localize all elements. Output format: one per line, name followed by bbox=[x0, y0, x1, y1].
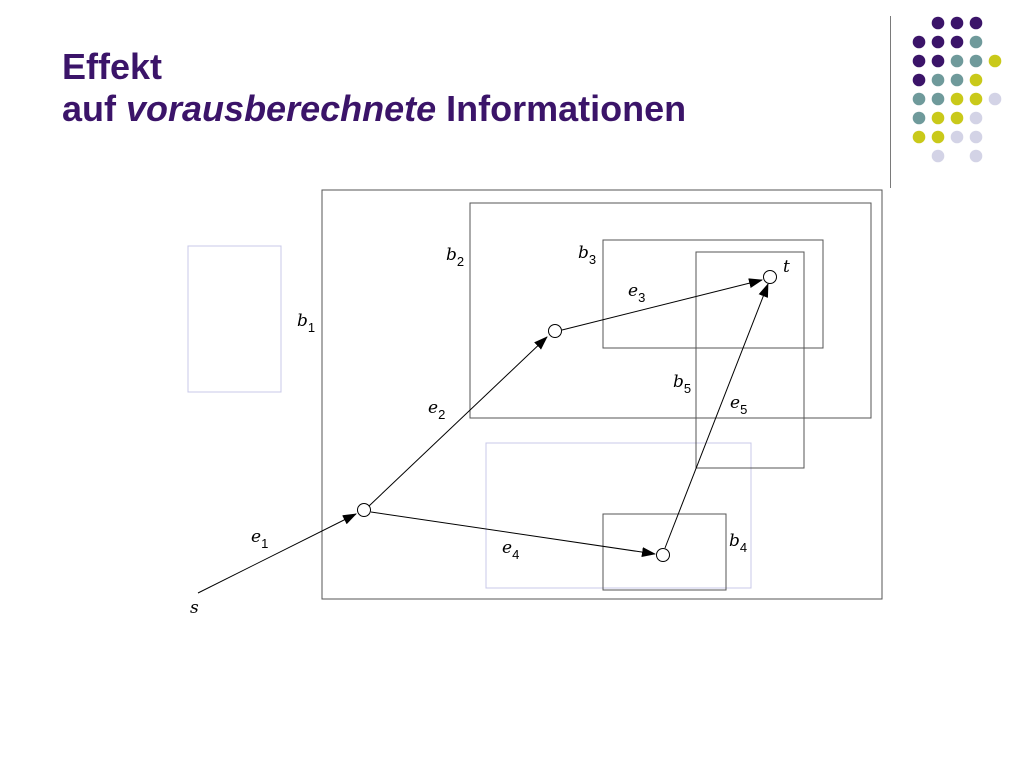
title-line-2-prefix: auf bbox=[62, 88, 116, 129]
label-e5: e5 bbox=[730, 393, 747, 417]
label-b3: b3 bbox=[578, 243, 596, 267]
node-circle-4 bbox=[656, 548, 670, 562]
label-b2: b2 bbox=[446, 245, 464, 269]
slide-title: Effekt auf vorausberechnete Informatione… bbox=[62, 46, 686, 130]
label-e3: e3 bbox=[628, 281, 645, 305]
node-label-s: s bbox=[190, 598, 199, 618]
label-e1: e1 bbox=[251, 527, 268, 551]
label-b1: b1 bbox=[297, 311, 315, 335]
edge-e3 bbox=[561, 278, 763, 331]
edge-e2 bbox=[368, 336, 548, 507]
box-b1 bbox=[321, 189, 883, 600]
edge-e5 bbox=[664, 283, 769, 549]
label-e2: e2 bbox=[428, 398, 445, 422]
decorative-divider bbox=[890, 16, 891, 188]
node-circle-1 bbox=[357, 503, 371, 517]
node-label-t: t bbox=[783, 257, 790, 277]
title-line-1: Effekt bbox=[62, 46, 163, 87]
title-line-2: auf vorausberechnete Informationen bbox=[62, 88, 686, 130]
box-b3 bbox=[602, 239, 824, 349]
title-line-2-suffix: Informationen bbox=[446, 88, 687, 129]
box-b4 bbox=[602, 513, 727, 591]
node-circle-2 bbox=[548, 324, 562, 338]
edge-e4 bbox=[370, 511, 656, 558]
node-circle-t bbox=[763, 270, 777, 284]
box-b2 bbox=[469, 202, 872, 419]
title-line-2-italic: vorausberechnete bbox=[126, 88, 437, 129]
label-b5: b5 bbox=[673, 372, 691, 396]
box-b5 bbox=[695, 251, 805, 469]
faint-box-bottom bbox=[485, 442, 752, 589]
faint-box-left bbox=[187, 245, 282, 393]
label-b4: b4 bbox=[729, 531, 747, 555]
edge-e1 bbox=[197, 513, 357, 594]
label-e4: e4 bbox=[502, 538, 519, 562]
